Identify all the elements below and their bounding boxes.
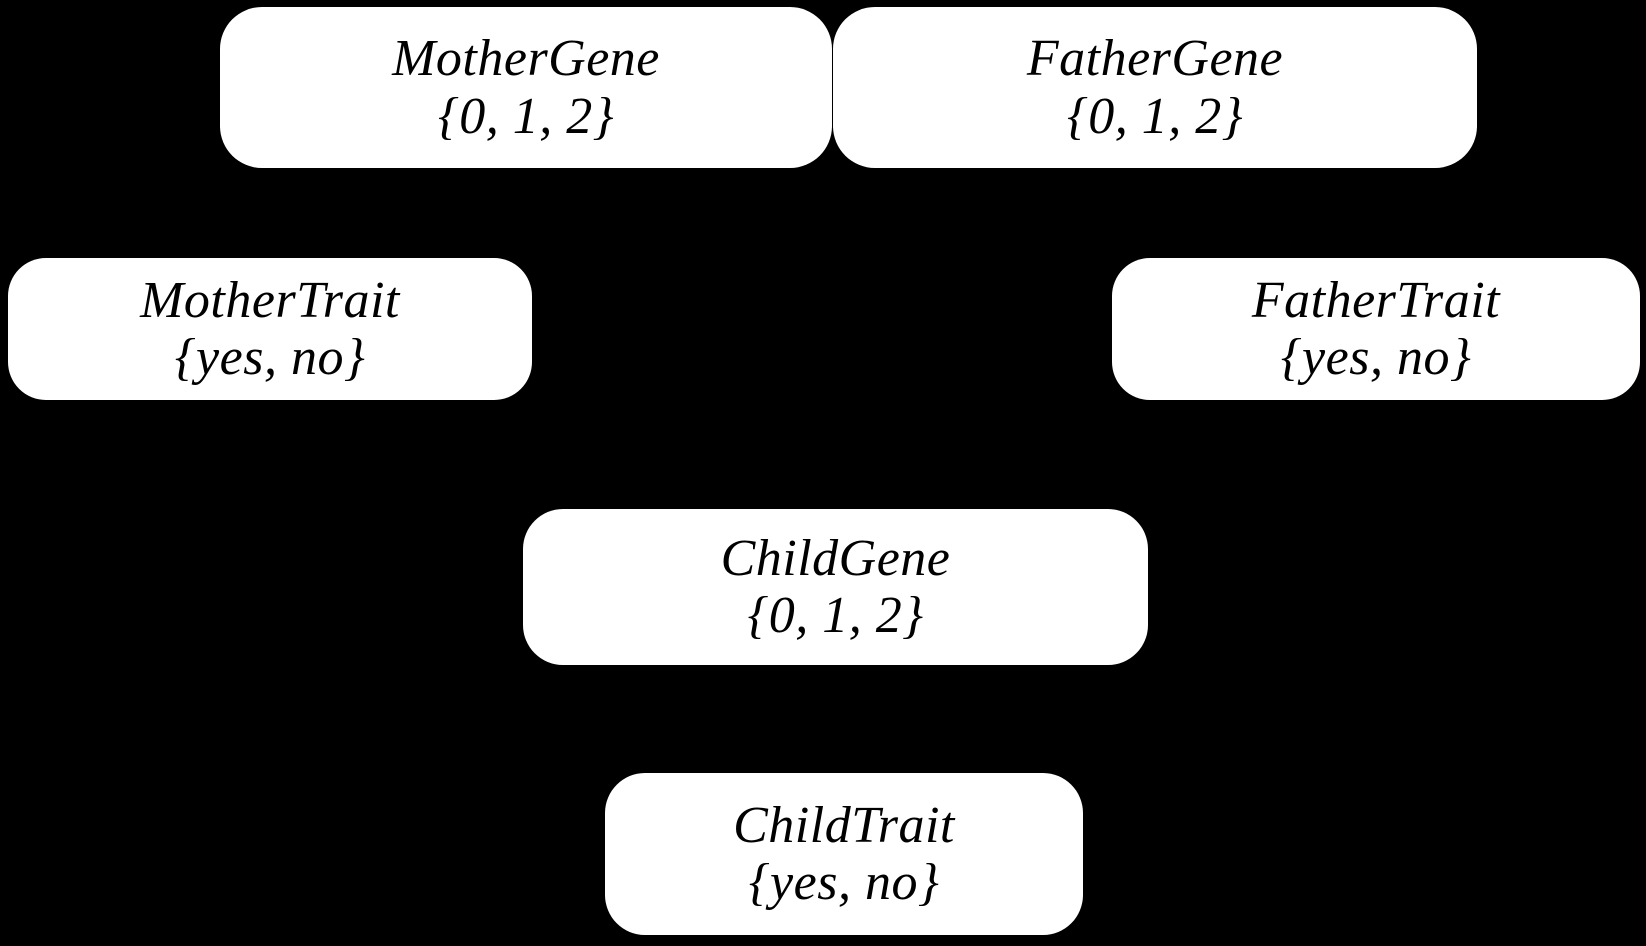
node-father-trait[interactable]: FatherTrait {yes, no}: [1112, 258, 1640, 400]
node-child-trait-domain: {yes, no}: [748, 854, 940, 911]
node-child-gene-label: ChildGene: [720, 529, 951, 587]
node-mother-trait-label: MotherTrait: [140, 271, 400, 329]
node-father-gene-label: FatherGene: [1026, 30, 1284, 88]
node-mother-trait-domain: {yes, no}: [174, 329, 366, 386]
node-mother-gene[interactable]: MotherGene {0, 1, 2}: [220, 7, 832, 168]
node-father-trait-domain: {yes, no}: [1280, 329, 1472, 386]
node-mother-gene-domain: {0, 1, 2}: [437, 87, 615, 145]
node-father-gene[interactable]: FatherGene {0, 1, 2}: [833, 7, 1477, 168]
node-father-trait-label: FatherTrait: [1251, 271, 1501, 329]
node-mother-gene-label: MotherGene: [392, 30, 660, 88]
node-child-gene[interactable]: ChildGene {0, 1, 2}: [523, 509, 1148, 665]
node-father-gene-domain: {0, 1, 2}: [1066, 87, 1244, 145]
node-child-trait-label: ChildTrait: [733, 796, 955, 854]
node-child-trait[interactable]: ChildTrait {yes, no}: [605, 773, 1083, 935]
node-mother-trait[interactable]: MotherTrait {yes, no}: [8, 258, 532, 400]
node-child-gene-domain: {0, 1, 2}: [747, 587, 924, 644]
